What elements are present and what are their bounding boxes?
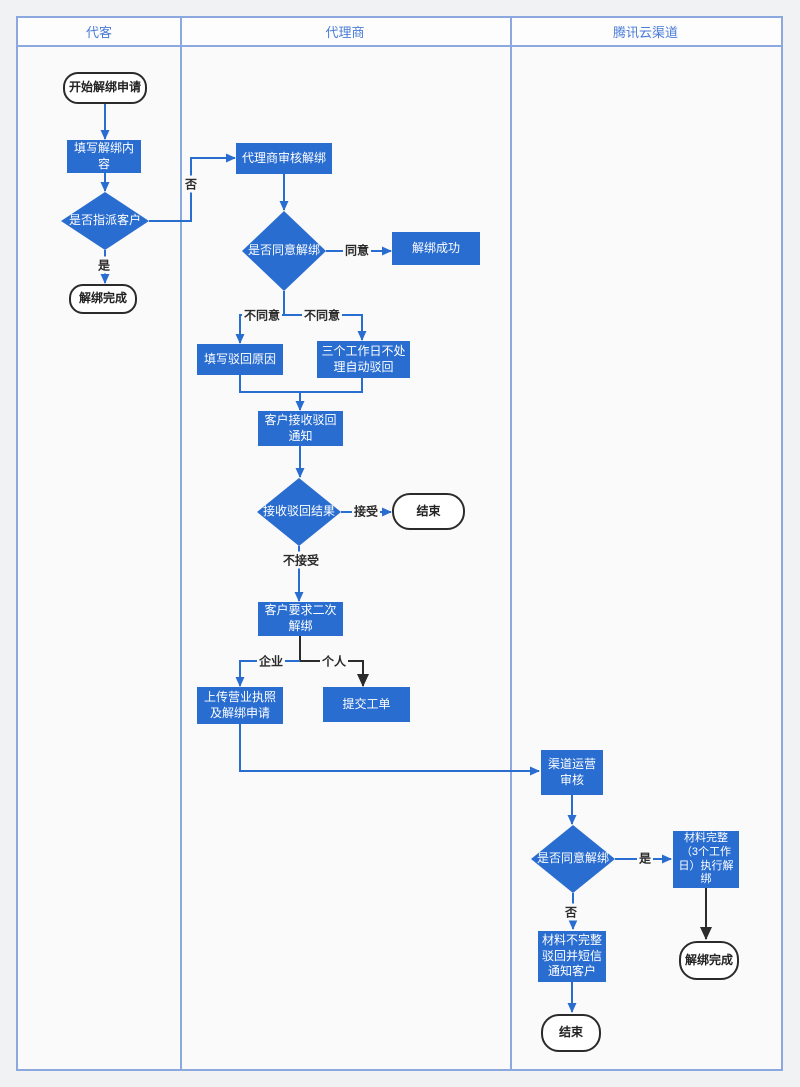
edge-label-personal: 个人 <box>319 652 349 670</box>
lane-label: 代理商 <box>325 25 365 40</box>
node-customer-receive-reject-notice: 客户接收驳回通知 <box>258 411 343 446</box>
edge-label-disagree-right: 不同意 <box>301 306 343 324</box>
edge-label-yes-2: 是 <box>636 849 654 867</box>
lane-label: 腾讯云渠道 <box>612 25 678 40</box>
node-second-unbind-request: 客户要求二次解绑 <box>258 602 343 636</box>
node-agent-review-unbind: 代理商审核解绑 <box>236 143 332 174</box>
edge-label-yes: 是 <box>95 256 113 274</box>
node-end-agent: 结束 <box>392 493 465 530</box>
node-materials-incomplete-reject: 材料不完整驳回并短信通知客户 <box>538 931 606 982</box>
node-fill-unbind-content: 填写解绑内容 <box>67 140 141 173</box>
node-unbind-complete-channel: 解绑完成 <box>679 941 739 980</box>
node-end-channel: 结束 <box>541 1014 601 1052</box>
node-start-unbind-request: 开始解绑申请 <box>63 72 147 104</box>
edge-label-agree: 同意 <box>342 241 372 259</box>
node-channel-operation-review: 渠道运营审核 <box>541 750 603 795</box>
node-upload-business-license: 上传营业执照及解绑申请 <box>197 687 283 724</box>
node-auto-reject-three-days: 三个工作日不处理自动驳回 <box>317 341 410 378</box>
lane-divider-1 <box>180 18 182 1069</box>
node-fill-reject-reason: 填写驳回原因 <box>197 344 283 375</box>
node-materials-complete-execute: 材料完整（3个工作日）执行解绑 <box>673 831 739 888</box>
node-unbind-success: 解绑成功 <box>392 232 480 265</box>
edge-label-not-accept: 不接受 <box>280 551 322 569</box>
edge-label-no: 否 <box>182 175 200 193</box>
lane-divider-2 <box>510 18 512 1069</box>
edge-label-accept: 接受 <box>351 502 381 520</box>
lane-header-agent: 代理商 <box>180 18 510 45</box>
lane-header-customer: 代客 <box>18 18 180 45</box>
lane-header-row: 代客 代理商 腾讯云渠道 <box>18 18 781 47</box>
edge-label-no-2: 否 <box>562 903 580 921</box>
edge-label-enterprise: 企业 <box>256 652 286 670</box>
lane-header-tencent-channel: 腾讯云渠道 <box>510 18 781 45</box>
node-submit-ticket: 提交工单 <box>323 687 410 722</box>
lane-label: 代客 <box>85 25 112 40</box>
node-unbind-done-customer: 解绑完成 <box>69 284 137 314</box>
swimlane-frame: 代客 代理商 腾讯云渠道 <box>16 16 783 1071</box>
edge-label-disagree-left: 不同意 <box>241 306 283 324</box>
